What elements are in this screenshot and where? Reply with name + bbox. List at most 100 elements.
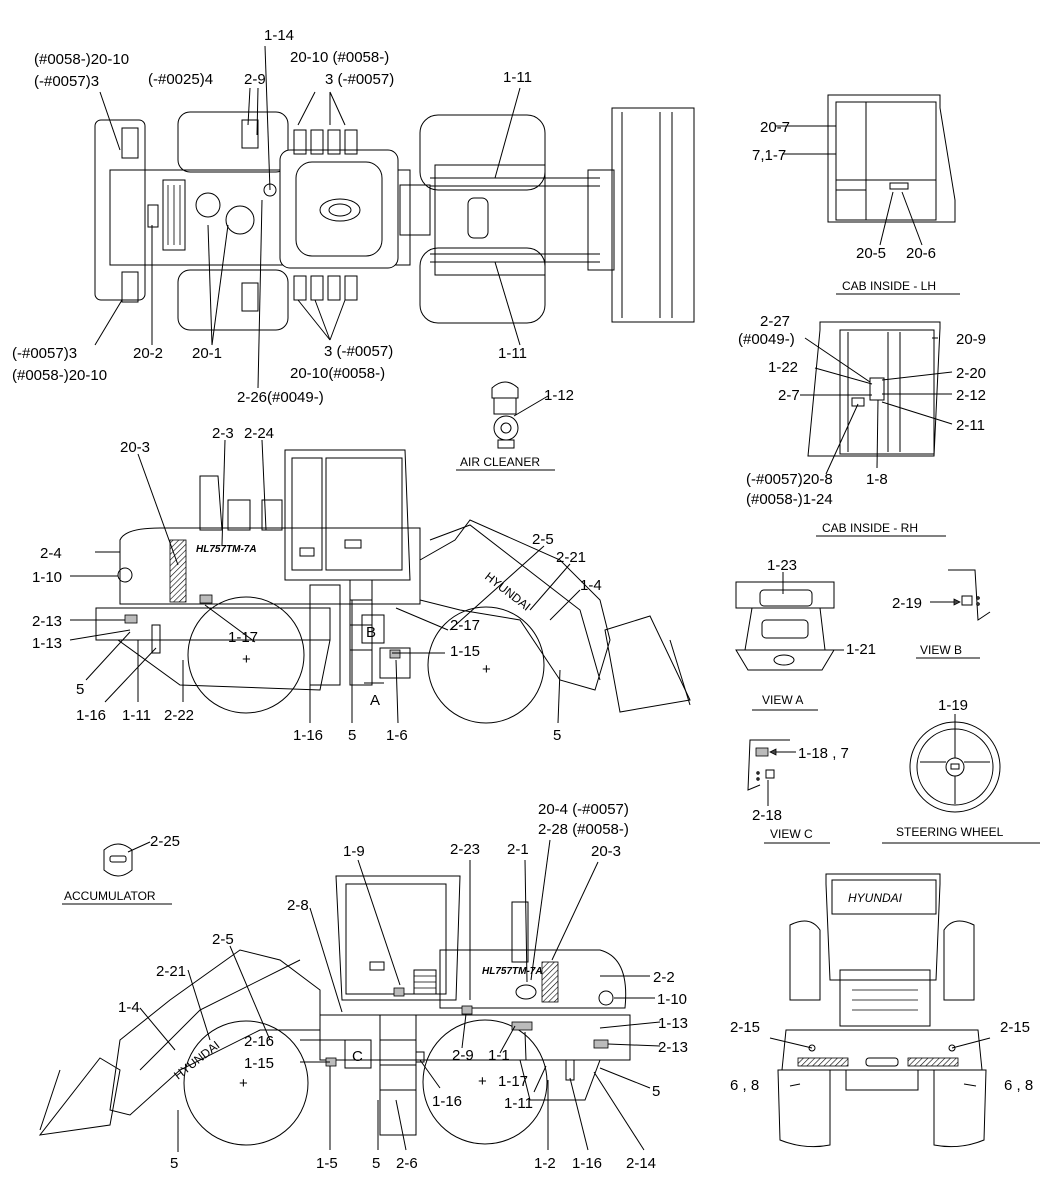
left-label-9: 2-5	[532, 531, 554, 548]
cab-rh-label-8: 2-11	[956, 417, 985, 434]
rear-label-4: 6 , 8	[1004, 1077, 1033, 1094]
rear-view-leaders	[769, 1037, 991, 1087]
air-cleaner: 1-12 AIR CLEANER	[456, 381, 574, 471]
view-a: 1-23 1-21 VIEW A	[735, 557, 876, 711]
rear-label-2: 2-15	[1000, 1019, 1030, 1036]
top-label-14: 20-10(#0058-)	[290, 365, 385, 382]
right-label-15: 1-15	[244, 1055, 274, 1072]
left-side-leaders	[69, 439, 581, 724]
rear-label-3: 6 , 8	[730, 1077, 759, 1094]
right-side-leaders	[139, 839, 661, 1152]
left-label-20: 1-6	[386, 727, 408, 744]
cab-inside-lh: 20-7 7,1-7 20-5 20-6 CAB INSIDE - LH	[752, 94, 960, 295]
rear-brand: HYUNDAI	[848, 891, 903, 905]
cab-rh-label-11: 1-8	[866, 471, 888, 488]
cab-lh-label-2: 7,1-7	[752, 147, 786, 164]
left-side-view: + + B A HYUNDAI HL757TM-7A	[32, 425, 691, 744]
cab-rh-label-7: 2-12	[956, 387, 986, 404]
cab-rh-label-5: 2-20	[956, 365, 986, 382]
top-label-9: (-#0057)3	[12, 345, 77, 362]
right-label-24: 1-5	[316, 1155, 338, 1172]
left-label-11: 1-4	[580, 577, 602, 594]
right-label-25: 5	[372, 1155, 380, 1172]
top-view-machine	[94, 107, 695, 331]
top-label-7: 2-9	[244, 71, 266, 88]
right-label-13: 1-13	[658, 1015, 688, 1032]
cab-rh-label-1: 2-27	[760, 313, 790, 330]
right-label-7: 2-8	[287, 897, 309, 914]
left-body-model: HL757TM-7A	[196, 544, 257, 555]
rear-label-1: 2-15	[730, 1019, 760, 1036]
top-view-leaders	[94, 45, 521, 389]
accumulator: 2-25 ACCUMULATOR	[62, 833, 180, 905]
left-label-1: 20-3	[120, 439, 150, 456]
view-b-caption: VIEW B	[920, 643, 962, 657]
view-b-label: 2-19	[892, 595, 922, 612]
right-label-16: 2-9	[452, 1047, 474, 1064]
cab-rh-label-4: 1-22	[768, 359, 798, 376]
right-side-view: HL757TM-7A C + + HYUNDAI	[38, 801, 688, 1172]
top-label-15: 2-26(#0049-)	[237, 389, 324, 406]
right-label-21: 1-16	[432, 1093, 462, 1110]
top-label-8: 1-11	[503, 69, 532, 86]
top-label-2: (-#0057)3	[34, 73, 99, 90]
cab-lh-label-1: 20-7	[760, 119, 790, 136]
right-label-4: 2-23	[450, 841, 480, 858]
left-label-21: 5	[553, 727, 561, 744]
left-label-8: 1-17	[228, 629, 258, 646]
top-label-3: 1-14	[264, 27, 294, 44]
accumulator-caption: ACCUMULATOR	[64, 889, 156, 903]
left-label-15: 1-16	[76, 707, 106, 724]
view-c: 1-18 , 7 2-18 VIEW C	[747, 739, 849, 844]
rear-view: HYUNDAI 2-15 2-15 6 , 8 6 , 8	[730, 873, 1033, 1148]
cab-rh-label-10: (#0058-)1-24	[746, 491, 833, 508]
cab-rh-label-9: (-#0057)20-8	[746, 471, 833, 488]
right-label-5: 2-1	[507, 841, 529, 858]
view-marker-c: C	[352, 1048, 363, 1065]
left-label-10: 2-21	[556, 549, 586, 566]
top-label-1: (#0058-)20-10	[34, 51, 129, 68]
top-view: (#0058-)20-10 (-#0057)3 1-14 20-10 (#005…	[12, 27, 695, 406]
view-c-label-1: 1-18 , 7	[798, 745, 849, 762]
rear-wheel-center-mark: +	[478, 1073, 487, 1090]
top-label-5: 3 (-#0057)	[325, 71, 394, 88]
view-a-caption: VIEW A	[762, 693, 803, 707]
steering-wheel: 1-19 STEERING WHEEL	[882, 697, 1040, 844]
left-label-19: 5	[348, 727, 356, 744]
cab-inside-rh: 2-27 (#0049-) 20-9 1-22 2-20 2-7 2-12 2-…	[738, 313, 986, 537]
right-label-17: 1-1	[488, 1047, 510, 1064]
right-label-19: 1-17	[498, 1073, 528, 1090]
right-label-26: 2-6	[396, 1155, 418, 1172]
top-label-6: (-#0025)4	[148, 71, 213, 88]
view-c-caption: VIEW C	[770, 827, 813, 841]
cab-lh-label-3: 20-5	[856, 245, 886, 262]
cab-lh-caption: CAB INSIDE - LH	[842, 279, 936, 293]
cab-rh-label-2: (#0049-)	[738, 331, 795, 348]
steering-label: 1-19	[938, 697, 968, 714]
left-label-2: 2-3	[212, 425, 234, 442]
right-label-14: 2-16	[244, 1033, 274, 1050]
left-label-5: 1-10	[32, 569, 62, 586]
right-label-27: 1-2	[534, 1155, 556, 1172]
cab-rh-label-3: 20-9	[956, 331, 986, 348]
top-label-4: 20-10 (#0058-)	[290, 49, 389, 66]
right-body-model: HL757TM-7A	[482, 966, 543, 977]
accumulator-label: 2-25	[150, 833, 180, 850]
view-a-label-1: 1-23	[767, 557, 797, 574]
left-label-3: 2-24	[244, 425, 274, 442]
right-label-23: 5	[170, 1155, 178, 1172]
cab-lh-label-4: 20-6	[906, 245, 936, 262]
right-label-9: 2-2	[653, 969, 675, 986]
left-label-16: 1-11	[122, 707, 151, 724]
left-label-17: 2-22	[164, 707, 194, 724]
top-label-16: 1-11	[498, 345, 527, 362]
right-label-12: 1-4	[118, 999, 140, 1016]
cab-rh-caption: CAB INSIDE - RH	[822, 521, 918, 535]
right-label-18: 2-13	[658, 1039, 688, 1056]
cab-rh-label-6: 2-7	[778, 387, 800, 404]
top-label-13: 3 (-#0057)	[324, 343, 393, 360]
right-label-29: 2-14	[626, 1155, 656, 1172]
right-label-3: 1-9	[343, 843, 365, 860]
left-label-13: 1-15	[450, 643, 480, 660]
view-b: 2-19 VIEW B	[892, 569, 991, 659]
